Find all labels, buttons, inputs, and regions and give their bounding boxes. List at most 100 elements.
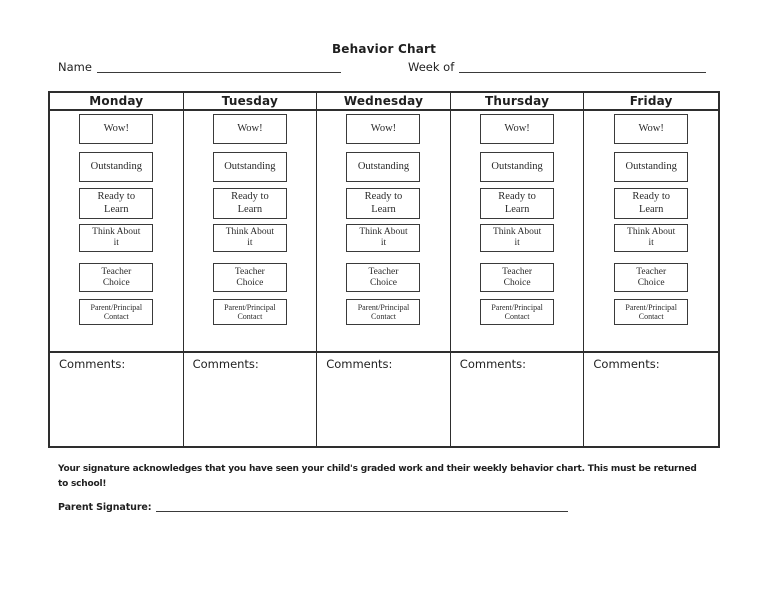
name-label: Name: [58, 60, 92, 74]
behavior-level-label: Choice: [503, 277, 531, 288]
behavior-level-label: Learn: [237, 203, 263, 215]
parent-signature-label: Parent Signature:: [58, 502, 152, 513]
day-header-monday: Monday: [50, 93, 184, 109]
name-field-group: Name: [58, 60, 341, 74]
behavior-level-label: Ready to: [231, 191, 269, 203]
behavior-level-label: it: [113, 238, 119, 248]
behavior-level-label: Think About: [359, 227, 408, 238]
behavior-level-label: Learn: [371, 203, 396, 215]
parent-signature-blank-line: [156, 509, 569, 512]
behavior-level-box: Outstanding: [614, 152, 689, 182]
behavior-level-box: Outstanding: [212, 152, 287, 182]
behavior-level-label: Learn: [104, 203, 129, 215]
behavior-level-label: Wow!: [103, 122, 129, 134]
parent-signature-group: Parent Signature:: [58, 502, 569, 513]
behavior-level-label: Contact: [638, 312, 664, 321]
behavior-level-label: Think About: [225, 227, 275, 238]
behavior-level-label: Ready to: [632, 191, 670, 203]
behavior-level-label: Choice: [102, 277, 130, 288]
behavior-level-label: Think About: [92, 227, 141, 238]
comments-cell-monday: Comments:: [50, 353, 184, 446]
behavior-level-label: it: [380, 238, 387, 248]
behavior-level-label: Outstanding: [224, 160, 276, 172]
behavior-level-label: Ready to: [97, 191, 136, 203]
comments-label: Comments:: [593, 357, 660, 371]
comments-cell-wednesday: Comments:: [317, 353, 451, 446]
behavior-level-label: Choice: [236, 277, 264, 288]
comments-row: Comments: Comments: Comments: Comments: Comm…: [50, 351, 718, 446]
behavior-level-box: Wow!: [346, 114, 421, 144]
behavior-level-label: Wow!: [237, 122, 263, 134]
behavior-level-label: Parent/Principal: [491, 302, 543, 312]
behavior-level-label: Choice: [637, 277, 665, 288]
behavior-level-label: it: [247, 238, 253, 248]
behavior-level-label: Teacher: [502, 266, 533, 277]
behavior-level-box: Wow!: [614, 114, 689, 144]
behavior-level-label: Teacher: [101, 266, 132, 277]
behavior-level-label: Outstanding: [625, 160, 677, 172]
page-title: Behavior Chart: [331, 42, 437, 56]
signature-note-line: Your signature acknowledges that you hav…: [58, 464, 697, 474]
behavior-level-label: Think About: [627, 227, 676, 238]
behavior-level-label: Teacher: [368, 266, 399, 277]
day-header-tuesday: Tuesday: [184, 93, 318, 109]
behavior-level-label: Choice: [370, 277, 397, 288]
comments-cell-friday: Comments:: [584, 353, 718, 446]
behavior-level-label: Wow!: [504, 122, 530, 134]
behavior-level-label: Learn: [504, 203, 530, 215]
week-of-label: Week of: [408, 60, 455, 74]
behavior-level-label: Think About: [492, 227, 542, 238]
day-header-thursday: Thursday: [451, 93, 585, 109]
behavior-level-label: Outstanding: [90, 160, 142, 172]
behavior-level-label: Parent/Principal: [357, 302, 410, 312]
behavior-level-box: Wow!: [480, 114, 555, 144]
behavior-level-label: Ready to: [498, 191, 536, 203]
behavior-level-label: Parent/Principal: [224, 302, 276, 312]
behavior-level-label: Parent/Principal: [90, 302, 143, 312]
comments-label: Comments:: [459, 357, 527, 371]
behavior-level-label: Teacher: [636, 266, 667, 277]
comments-label: Comments:: [59, 357, 126, 371]
comments-label: Comments:: [192, 357, 259, 371]
week-of-field-group: Week of: [408, 60, 707, 74]
behavior-level-label: Contact: [504, 312, 530, 321]
signature-note: Your signature acknowledges that you hav…: [58, 462, 758, 492]
behavior-level-label: Wow!: [370, 122, 397, 134]
name-blank-line: [96, 70, 341, 73]
behavior-level-label: it: [648, 238, 654, 248]
comments-cell-thursday: Comments:: [451, 353, 585, 446]
behavior-level-box: Wow!: [79, 114, 154, 144]
behavior-level-label: Contact: [103, 312, 129, 321]
behavior-level-box: Outstanding: [346, 152, 421, 182]
behavior-level-label: Ready to: [364, 191, 403, 203]
day-header-wednesday: Wednesday: [317, 93, 451, 109]
behavior-level-label: it: [514, 238, 520, 248]
behavior-level-label: Teacher: [234, 266, 265, 277]
behavior-level-label: Parent/Principal: [625, 302, 677, 312]
behavior-level-label: Wow!: [638, 122, 664, 134]
comments-label: Comments:: [326, 357, 393, 371]
